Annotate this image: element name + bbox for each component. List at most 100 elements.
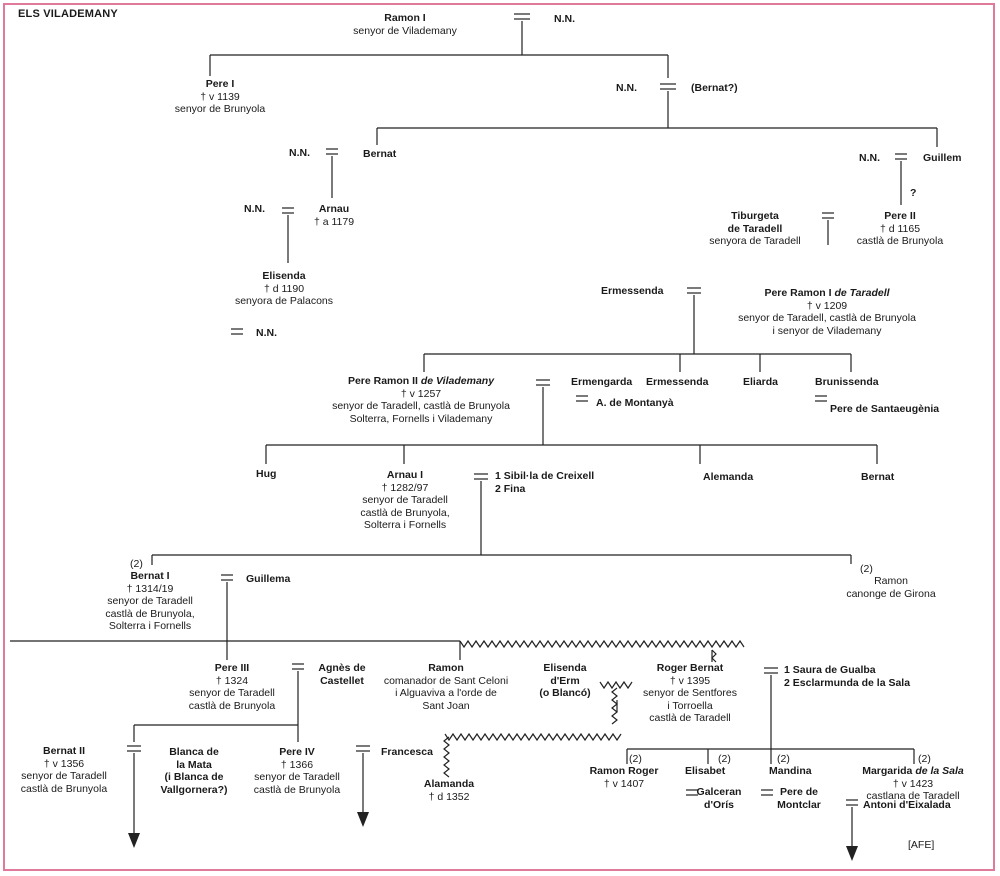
person-name: Pere II [884, 210, 916, 222]
name-main: Margarida [862, 765, 913, 777]
person-detail: comanador de Sant Celoni [383, 674, 509, 687]
person-detail: senyor de Brunyola [174, 103, 266, 115]
illegitimate-line [443, 736, 450, 778]
person-detail: senyora de Taradell [709, 235, 801, 247]
person-sibilla-fina: 1 Sibil·la de Creixell 2 Fina [495, 470, 594, 495]
person-nn-4: N.N. [859, 152, 880, 165]
person-pere-ii: Pere II † d 1165 castlà de Brunyola [857, 210, 943, 248]
marriage-number-elisabet: (2) [718, 753, 731, 766]
person-name: Alemanda [703, 471, 754, 483]
person-detail: senyor de Taradell [107, 595, 193, 607]
person-detail: senyor de Sentfores [643, 687, 737, 699]
person-detail: senyora de Palacons [234, 295, 334, 307]
person-alemanda: Alemanda [703, 471, 753, 484]
person-arnau: Arnau † a 1179 [314, 203, 354, 228]
person-ramon-comanador: Ramon comanador de Sant Celoni i Alguavi… [384, 662, 508, 712]
person-detail: castlà de Brunyola, [105, 607, 195, 620]
person-name: A. de Montanyà [596, 397, 674, 409]
person-galceran-doris: Galceran d'Orís [697, 786, 742, 811]
person-roger-bernat: Roger Bernat † v 1395 senyor de Sentfore… [643, 662, 737, 725]
person-nn-spouse-ramon: N.N. [554, 13, 575, 26]
person-pere-i: Pere I † v 1139 senyor de Brunyola [175, 78, 265, 116]
person-name-line2: 2 Fina [495, 482, 526, 495]
person-name: Bernat II [42, 745, 86, 757]
person-detail: † v 1423 [892, 777, 934, 790]
person-ermengarda: Ermengarda [571, 376, 632, 389]
person-bernat-ii: Bernat II † v 1356 senyor de Taradell ca… [21, 745, 107, 795]
person-name: Ramon [874, 575, 908, 587]
person-name: Ermessenda [646, 376, 709, 388]
person-name-line3: (i Blanca de [164, 771, 224, 783]
person-detail: senyor de Taradell [362, 494, 448, 506]
person-guillem: Guillem [923, 152, 962, 165]
person-hug: Hug [256, 468, 276, 481]
person-ramon-i: Ramon I senyor de Vilademany [353, 12, 457, 37]
person-alamanda: Alamanda † d 1352 [424, 778, 474, 803]
person-name: Ramon Roger [589, 765, 659, 777]
person-detail: Sant Joan [422, 699, 470, 712]
name-main: Pere Ramon I [764, 287, 832, 299]
person-pere-ramon-ii: Pere Ramon II de Vilademany † v 1257 sen… [332, 375, 510, 425]
person-arnau-i: Arnau I † 1282/97 senyor de Taradell cas… [360, 469, 449, 532]
person-detail: castlà de Brunyola, [360, 506, 450, 519]
continuation-arrow [357, 812, 369, 827]
person-nn-3: N.N. [289, 147, 310, 160]
person-detail: † d 1190 [263, 282, 305, 295]
marriage-number: (2) [918, 753, 931, 765]
person-margarida-de-la-sala: Margarida de la Sala † v 1423 castlana d… [862, 765, 964, 803]
chart-title: ELS VILADEMANY [18, 8, 118, 20]
person-detail: † 1324 [215, 674, 249, 687]
person-detail: senyor de Taradell [21, 770, 107, 782]
marriage-number: (2) [860, 563, 873, 575]
person-name-line3: (o Blancó) [539, 687, 591, 699]
person-ramon-canonge: Ramon canonge de Girona [846, 575, 935, 600]
person-detail: i Torroella [667, 699, 713, 712]
marriage-number-ramon: (2) [860, 563, 873, 576]
person-detail: castlà de Brunyola [856, 235, 944, 247]
person-name: Pere Ramon I de Taradell [738, 287, 916, 300]
person-name-line2: d'Erm [550, 674, 580, 687]
person-name: Mandina [769, 765, 812, 777]
person-name: Ramon [428, 662, 464, 674]
person-bernat: Bernat [363, 148, 396, 161]
person-pere-de-montclar: Pere de Montclar [777, 786, 821, 811]
person-name: Elisenda [262, 270, 306, 282]
person-detail: Solterra, Fornells i Vilademany [349, 412, 493, 425]
person-pere-iii: Pere III † 1324 senyor de Taradell castl… [189, 662, 275, 712]
person-detail: senyor de Taradell [189, 687, 275, 699]
person-ramon-roger: Ramon Roger † v 1407 [590, 765, 659, 790]
illegitimate-line [711, 649, 717, 663]
person-detail: castlà de Brunyola [20, 782, 108, 795]
person-guillema: Guillema [246, 573, 290, 586]
person-name: Elisabet [685, 765, 726, 777]
person-name-line2: Montclar [777, 798, 821, 811]
person-pere-de-santaeugenia: Pere de Santaeugènia [830, 403, 939, 416]
person-detail: † 1366 [280, 758, 314, 771]
name-italic: de Vilademany [420, 375, 495, 387]
person-name: 1 Sibil·la de Creixell [495, 470, 595, 482]
person-detail: castlà de Brunyola [188, 699, 276, 712]
person-elisenda: Elisenda † d 1190 senyora de Palacons [235, 270, 333, 308]
person-name: Ermessenda [601, 285, 664, 297]
person-name: Pere Ramon II de Vilademany [332, 375, 510, 388]
person-name: Roger Bernat [656, 662, 724, 674]
person-name: Bernat [363, 148, 397, 160]
person-ermessenda: Ermessenda [601, 285, 663, 298]
person-name: 1 Saura de Gualba [784, 664, 876, 676]
person-detail: † v 1257 [400, 387, 442, 400]
person-elisabet: Elisabet [685, 765, 725, 778]
person-detail: i senyor de Vilademany [772, 324, 882, 337]
person-saura-esclarmunda: 1 Saura de Gualba 2 Esclarmunda de la Sa… [784, 664, 910, 689]
person-name: Eliarda [743, 376, 779, 388]
person-name: Blanca de [169, 746, 219, 758]
person-eliarda: Eliarda [743, 376, 778, 389]
person-detail: † 1282/97 [381, 481, 429, 494]
person-name: Arnau [318, 203, 350, 215]
person-name: Pere de [780, 786, 818, 798]
person-name: Pere IV [279, 746, 315, 758]
person-name: Arnau I [386, 469, 424, 481]
person-detail: castlana de Taradell [866, 790, 960, 802]
person-detail: † d 1165 [879, 222, 921, 235]
person-bernat-i: Bernat I † 1314/19 senyor de Taradell ca… [105, 570, 194, 633]
person-francesca: Francesca [381, 746, 433, 759]
